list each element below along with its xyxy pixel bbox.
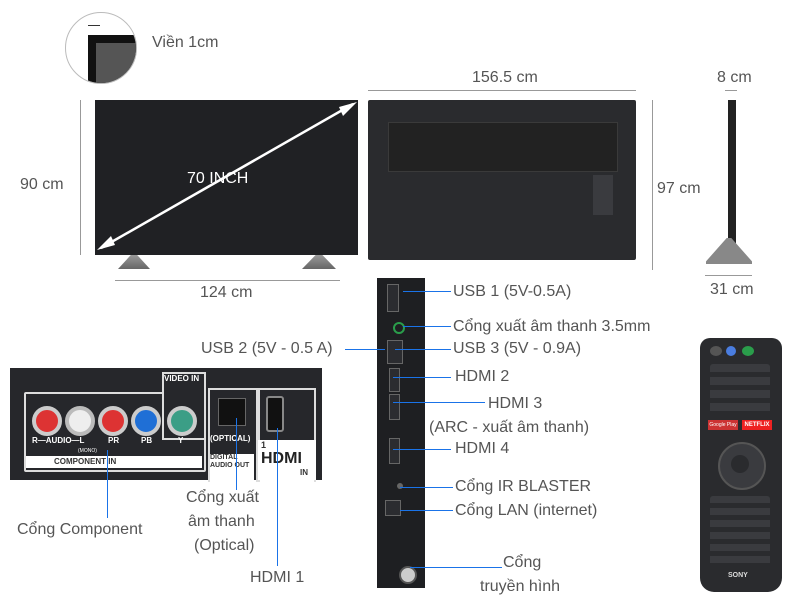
- callout-optical-3: (Optical): [194, 537, 255, 554]
- port-hdmi3: HDMI 3: [488, 395, 543, 412]
- bezel-zoom: [65, 12, 137, 84]
- port-lan: Cổng LAN (internet): [455, 502, 598, 519]
- port-ir-blaster: Cổng IR BLASTER: [455, 478, 592, 495]
- front-width-label: 124 cm: [200, 284, 253, 301]
- pb-label: PB: [141, 436, 153, 445]
- diagonal-label: 70 INCH: [187, 170, 249, 187]
- port-antenna-2: truyền hình: [480, 578, 561, 595]
- rear-port-panel: VIDEO IN R—AUDIO—L (MONO) PR PB Y COMPON…: [10, 368, 322, 482]
- digital-audio-out-label: DIGITAL AUDIO OUT: [210, 454, 254, 480]
- callout-hdmi1: HDMI 1: [250, 569, 305, 586]
- tv-side-stand: [706, 238, 752, 264]
- component-in-label: COMPONENT IN: [54, 457, 117, 466]
- y-label: Y: [178, 436, 184, 445]
- video-in-label: VIDEO IN: [164, 374, 200, 383]
- tv-stand-left: [118, 255, 150, 269]
- hdmi-in-label: IN: [300, 468, 308, 477]
- tv-back: [368, 100, 636, 260]
- port-usb3: USB 3 (5V - 0.9A): [453, 340, 582, 357]
- side-depth-label: 8 cm: [717, 69, 752, 86]
- side-port-panel: [377, 278, 425, 588]
- tv-side: [728, 100, 736, 260]
- hdmi-number: 1: [261, 440, 267, 450]
- port-hdmi3-arc: (ARC - xuất âm thanh): [429, 419, 590, 436]
- callout-component: Cổng Component: [17, 521, 143, 538]
- tv-stand-right: [302, 255, 336, 269]
- port-antenna-1: Cổng: [503, 554, 542, 571]
- port-audio-35: Cổng xuất âm thanh 3.5mm: [453, 318, 651, 335]
- optical-label: (OPTICAL): [210, 434, 251, 443]
- mono-label: (MONO): [78, 448, 97, 454]
- side-stand-label: 31 cm: [710, 281, 754, 298]
- back-width-label: 156.5 cm: [472, 69, 538, 86]
- remote-control: Google Play NETFLIX SONY: [700, 338, 782, 592]
- port-hdmi4: HDMI 4: [455, 440, 510, 457]
- diagonal-arrow: [97, 102, 357, 250]
- hdmi-logo: HDMI: [261, 450, 302, 467]
- back-height-label: 97 cm: [657, 180, 701, 197]
- google-play-button: Google Play: [708, 420, 738, 430]
- audio-label: R—AUDIO—L: [32, 436, 85, 445]
- front-height-label: 90 cm: [20, 176, 64, 193]
- port-hdmi2: HDMI 2: [455, 368, 510, 385]
- callout-optical-2: âm thanh: [188, 513, 255, 530]
- sony-logo: SONY: [728, 572, 748, 579]
- pr-label: PR: [108, 436, 120, 445]
- callout-optical-1: Cổng xuất: [186, 489, 259, 506]
- port-usb2: USB 2 (5V - 0.5 A): [201, 340, 333, 357]
- bezel-label: Viền 1cm: [152, 34, 219, 51]
- port-usb1: USB 1 (5V-0.5A): [453, 283, 572, 300]
- netflix-button: NETFLIX: [742, 420, 772, 430]
